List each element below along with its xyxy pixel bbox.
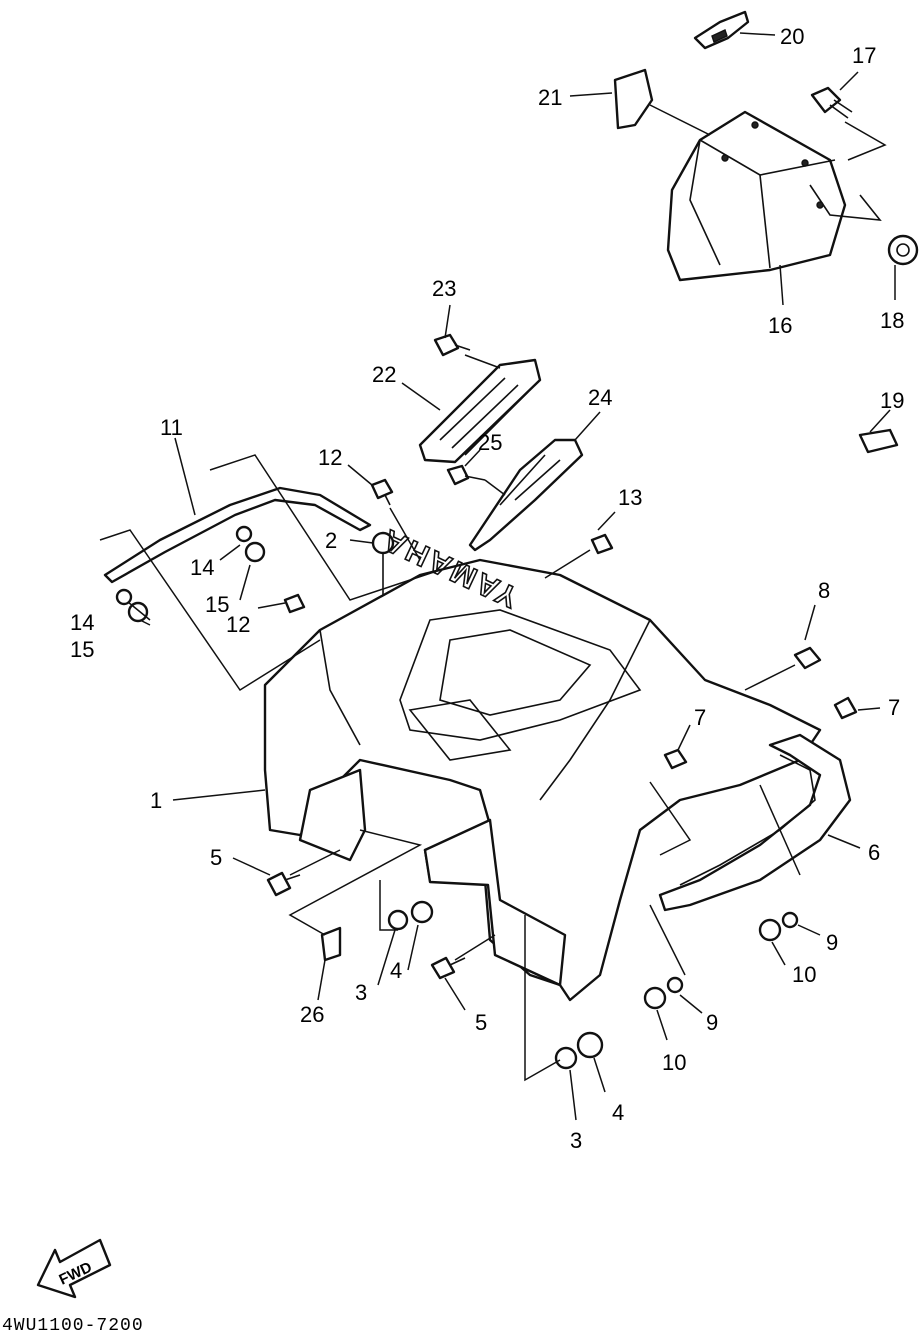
part-7-bolt-lower xyxy=(663,748,688,770)
callout-4-bottom: 4 xyxy=(612,1100,624,1125)
part-5-bolt-left xyxy=(266,871,301,897)
part-5-bolt-center xyxy=(430,956,466,980)
callout-6: 6 xyxy=(868,840,880,865)
part-23-bolt xyxy=(433,333,471,357)
part-1-rear-fender: YAMAHA xyxy=(263,521,822,1002)
callout-13: 13 xyxy=(618,485,642,510)
part-14-washer-upper xyxy=(235,525,253,543)
callout-26: 26 xyxy=(300,1002,324,1027)
part-7-bolt-upper xyxy=(833,696,858,720)
part-21-label xyxy=(613,68,654,130)
callout-14-lower: 14 xyxy=(70,610,94,635)
callout-9-center: 9 xyxy=(706,1010,718,1035)
part-15-nut-upper xyxy=(244,541,266,563)
part-6-rear-flap xyxy=(658,733,852,912)
part-8-bolt xyxy=(793,646,822,670)
callouts: 1 2 3 3 4 4 5 5 6 7 7 8 9 9 10 10 11 12 … xyxy=(70,24,904,1153)
part-16-rear-box xyxy=(666,110,882,282)
part-19-pad xyxy=(858,428,899,454)
part-17-bolt xyxy=(810,86,853,119)
part-25-bolt xyxy=(446,464,486,486)
part-9-washer-right xyxy=(781,911,799,929)
part-15-nut-lower xyxy=(127,601,149,623)
part-12-bolt-lower xyxy=(283,593,306,614)
part-9-washer-center xyxy=(666,976,684,994)
callout-10-right: 10 xyxy=(792,962,816,987)
part-4-nut-bottom xyxy=(576,1031,604,1059)
callout-5-left: 5 xyxy=(210,845,222,870)
part-12-bolt-upper xyxy=(370,478,394,506)
callout-5-center: 5 xyxy=(475,1010,487,1035)
callout-17: 17 xyxy=(852,43,876,68)
callout-1: 1 xyxy=(150,788,162,813)
callout-22: 22 xyxy=(372,362,396,387)
callout-8: 8 xyxy=(818,578,830,603)
callout-3-bottom: 3 xyxy=(570,1128,582,1153)
part-3-washer-bottom xyxy=(554,1046,578,1070)
part-20-clip xyxy=(693,10,750,50)
callout-15-upper: 15 xyxy=(205,592,229,617)
callout-4-left: 4 xyxy=(390,958,402,983)
diagram-code: 4WU1100-7200 xyxy=(2,1316,144,1335)
callout-10-center: 10 xyxy=(662,1050,686,1075)
callout-11: 11 xyxy=(160,415,183,440)
leader-lines xyxy=(99,32,896,1121)
callout-9-right: 9 xyxy=(826,930,838,955)
part-3-washer-left xyxy=(387,909,409,931)
callout-18: 18 xyxy=(880,308,904,333)
callout-23: 23 xyxy=(432,276,456,301)
callout-14-upper: 14 xyxy=(190,555,214,580)
part-24-bracket xyxy=(468,438,584,552)
part-10-nut-right xyxy=(758,918,782,942)
callout-2: 2 xyxy=(325,528,337,553)
callout-21: 21 xyxy=(538,85,562,110)
part-13-bolt xyxy=(590,533,614,555)
part-11-rail xyxy=(103,486,372,584)
callout-20: 20 xyxy=(780,24,804,49)
part-26-label xyxy=(320,926,342,962)
part-18-nut xyxy=(887,234,919,266)
fwd-arrow-icon: FWD xyxy=(36,1238,112,1299)
part-14-washer-lower xyxy=(115,588,133,606)
callout-24: 24 xyxy=(588,385,612,410)
part-10-nut-center xyxy=(643,986,667,1010)
callout-7-upper: 7 xyxy=(888,695,900,720)
part-4-nut-left xyxy=(410,900,434,924)
callout-3-left: 3 xyxy=(355,980,367,1005)
callout-16: 16 xyxy=(768,313,792,338)
callout-25: 25 xyxy=(478,430,502,455)
callout-19: 19 xyxy=(880,388,904,413)
callout-7-lower: 7 xyxy=(694,705,706,730)
callout-12-lower: 12 xyxy=(226,612,250,637)
callout-15-lower: 15 xyxy=(70,637,94,662)
part-22-plate xyxy=(418,358,542,464)
callout-12-upper: 12 xyxy=(318,445,342,470)
